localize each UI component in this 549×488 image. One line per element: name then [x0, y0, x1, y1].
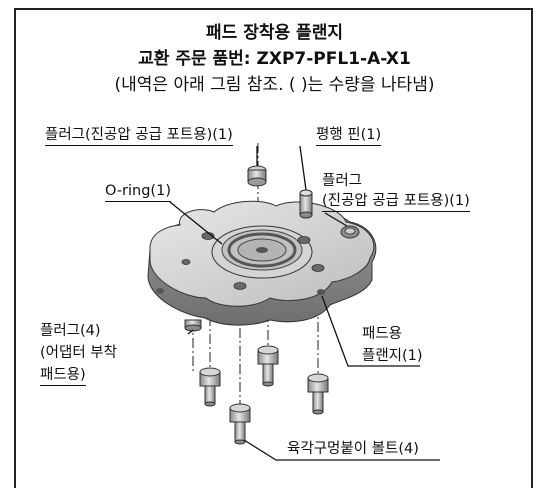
label-right-plug-line2: (진공압 공급 포트용)(1)	[322, 194, 470, 212]
o-ring	[227, 232, 297, 268]
hex-socket-bolts	[199, 345, 329, 445]
label-hex-bolt: 육각구멍붙이 볼트(4)	[287, 441, 419, 457]
order-number: 교환 주문 품번: ZXP7-PFL1-A-X1	[138, 49, 411, 69]
label-plug4-line2: (어댑터 부착	[40, 345, 117, 361]
label-plug4-line1: 플러그(4)	[40, 323, 101, 339]
label-flange-line2: 플랜지(1)	[362, 348, 423, 364]
label-top-plug: 플러그(진공압 공급 포트용)(1)	[45, 128, 233, 146]
parallel-pin	[299, 189, 313, 219]
label-o-ring: O-ring(1)	[105, 184, 171, 202]
label-plug4-line3: 패드용)	[40, 368, 86, 386]
label-flange-line1: 패드용	[362, 326, 403, 342]
figure-title: 패드 장착용 플랜지	[206, 23, 343, 43]
figure-frame	[14, 8, 533, 488]
top-plug	[247, 165, 267, 187]
label-right-plug-line1: 플러그	[322, 173, 363, 189]
figure-note: (내역은 아래 그림 참조. ( )는 수량을 나타냄)	[114, 75, 435, 95]
label-parallel-pin: 평행 핀(1)	[316, 128, 382, 146]
